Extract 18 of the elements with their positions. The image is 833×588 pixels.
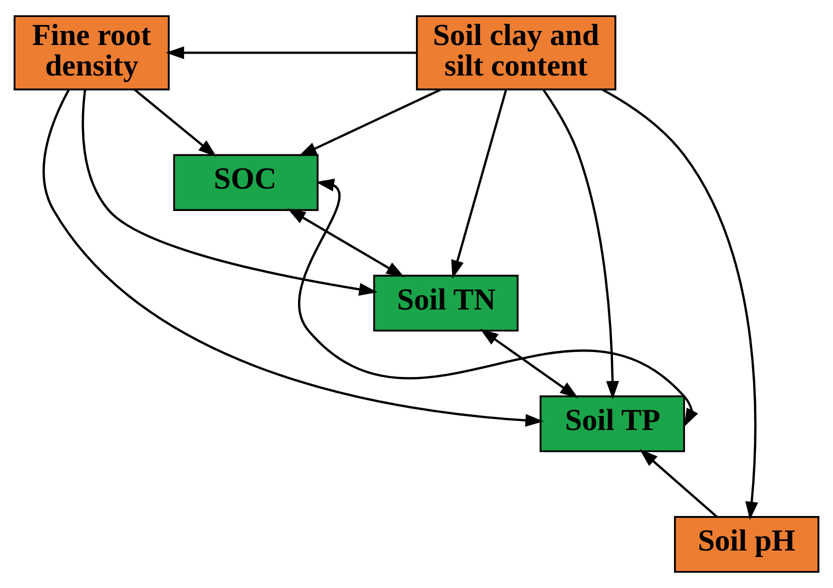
- arrow: [602, 88, 758, 520]
- arrow: [82, 89, 378, 296]
- arrow: [298, 88, 442, 156]
- node-box: Fine root density: [14, 15, 170, 90]
- node-box: Soil TN: [373, 274, 519, 332]
- arrow: [298, 178, 698, 427]
- node-box: SOC: [173, 154, 319, 211]
- arrow: [134, 88, 217, 157]
- arrow: [542, 89, 619, 400]
- arrow: [480, 328, 578, 398]
- node-box: Soil pH: [674, 516, 820, 573]
- node-box: Soil TP: [540, 395, 685, 452]
- node-box: Soil clay and silt content: [416, 15, 616, 90]
- arrow: [42, 89, 544, 427]
- arrow: [451, 89, 508, 279]
- arrow: [287, 208, 405, 278]
- arrow: [166, 46, 417, 60]
- arrow: [640, 449, 718, 518]
